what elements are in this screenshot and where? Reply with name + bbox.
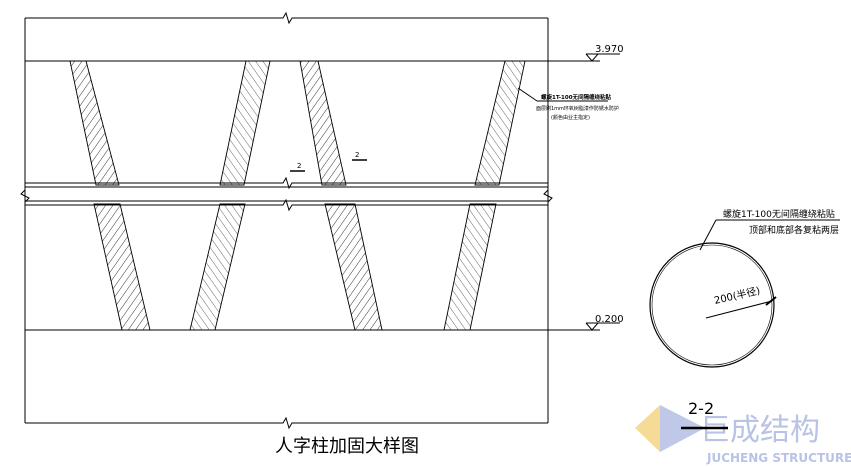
section-mark-right-label: 2 xyxy=(355,151,359,159)
radius-line xyxy=(705,300,773,319)
note-line2: 面层刷1mm环氧树脂漆作防锈水防护 xyxy=(536,105,619,112)
radius-arrow xyxy=(765,296,777,306)
note-line1: 螺旋1T-100无间隔缠绕粘贴 xyxy=(541,93,612,101)
section-note-leader xyxy=(699,219,717,251)
section-circle xyxy=(649,242,775,368)
section-label: 2-2 xyxy=(688,399,714,418)
elevation-top-label: 3.970 xyxy=(595,44,624,55)
radius-label: 200(半径) xyxy=(713,284,762,307)
watermark-cn: 巨成结构 xyxy=(700,413,820,448)
note-leader xyxy=(517,87,538,102)
drawing-title: 人字柱加固大样图 xyxy=(275,436,419,457)
section-mark-left-label: 2 xyxy=(297,162,301,170)
section-note-line1: 螺旋1T-100无间隔缠绕粘贴 xyxy=(723,208,835,220)
elevation-mark-bottom xyxy=(585,322,620,331)
columns-lower xyxy=(93,203,497,331)
columns-upper xyxy=(69,60,526,186)
section-circle-inner xyxy=(651,244,773,366)
elevation-mark-top xyxy=(585,53,620,62)
section-note-line2: 顶部和底部各复粘两层 xyxy=(749,224,839,236)
watermark-en: JUCHENG STRUCTURE xyxy=(706,451,851,465)
elevation-bottom-label: 0.200 xyxy=(595,314,624,325)
note-line3: (颜色由业主指定) xyxy=(551,114,590,121)
